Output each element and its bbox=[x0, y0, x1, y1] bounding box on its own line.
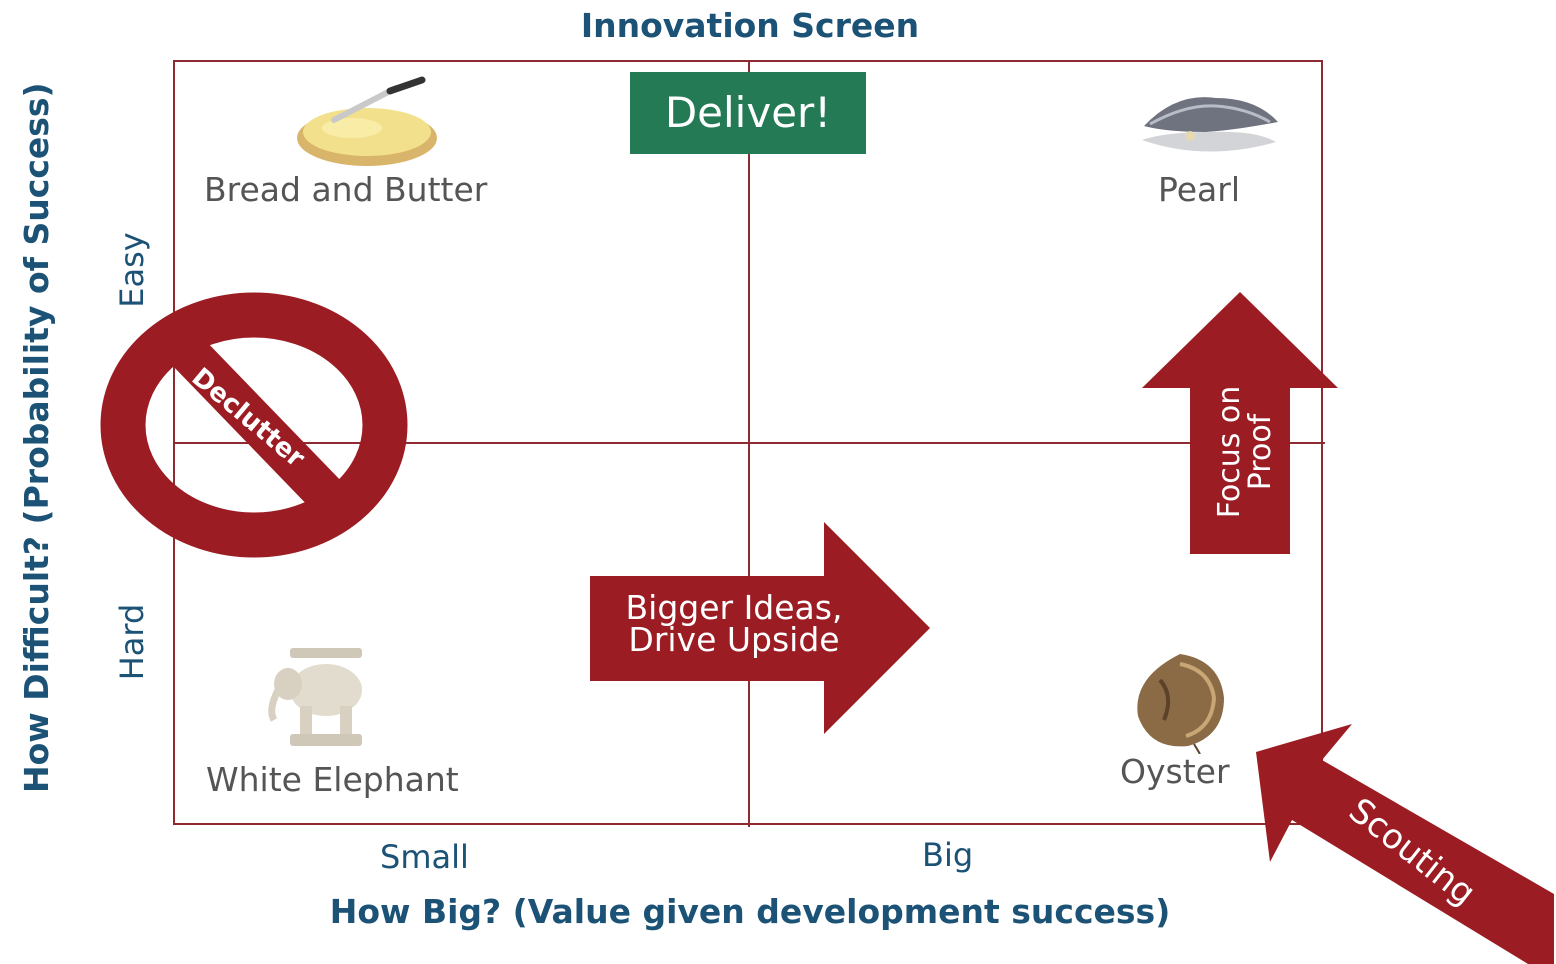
bread-and-butter-label: Bread and Butter bbox=[204, 170, 488, 209]
bigger-ideas-arrow bbox=[590, 522, 930, 734]
diagram-title: Innovation Screen bbox=[580, 6, 920, 45]
pearl-label: Pearl bbox=[1158, 170, 1240, 209]
oyster-label: Oyster bbox=[1120, 752, 1230, 791]
scouting-arrow bbox=[1256, 724, 1554, 964]
focus-line2: Proof bbox=[1243, 413, 1278, 491]
pearl-oyster-icon bbox=[1136, 92, 1281, 164]
x-level-big: Big bbox=[922, 836, 974, 874]
white-elephant-icon bbox=[262, 646, 374, 750]
declutter-no-sign bbox=[100, 292, 408, 558]
x-axis-title: How Big? (Value given development succes… bbox=[329, 892, 1171, 931]
y-axis-title: How Difficult? (Probability of Success) bbox=[17, 82, 56, 793]
horizontal-divider bbox=[173, 442, 1325, 444]
bigger-ideas-line1: Bigger Ideas, bbox=[625, 588, 843, 627]
bigger-ideas-text: Bigger Ideas, Drive Upside bbox=[612, 588, 856, 659]
x-level-small: Small bbox=[380, 838, 469, 876]
bread-butter-icon bbox=[292, 76, 442, 170]
y-level-hard: Hard bbox=[113, 603, 151, 681]
white-elephant-label: White Elephant bbox=[206, 760, 459, 799]
bigger-ideas-line2: Drive Upside bbox=[628, 620, 840, 659]
focus-on-proof-arrow bbox=[1142, 292, 1338, 554]
deliver-badge: Deliver! bbox=[630, 72, 866, 154]
oyster-icon bbox=[1130, 650, 1230, 754]
focus-on-proof-text: Focus on Proof bbox=[1212, 362, 1278, 542]
focus-line1: Focus on bbox=[1212, 385, 1247, 519]
